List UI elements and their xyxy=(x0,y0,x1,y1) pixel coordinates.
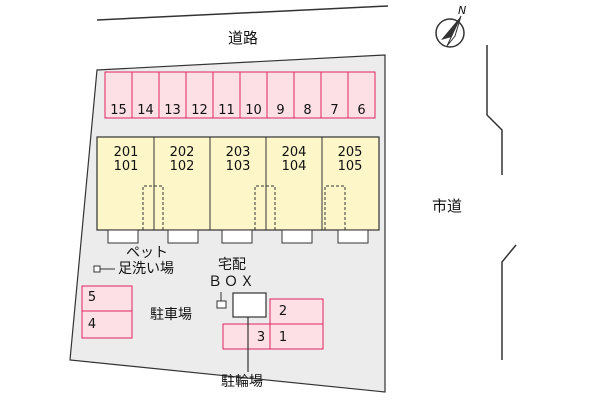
parking-slot xyxy=(158,71,187,119)
parking-slot-number: 3 xyxy=(256,330,266,345)
delivery-box-label-line1: 宅配 xyxy=(218,257,246,273)
unit-upper-number: 205 xyxy=(337,145,363,160)
entrance-step xyxy=(167,229,199,244)
building xyxy=(96,136,380,244)
city-road-label: 市道 xyxy=(432,197,463,215)
unit-upper-number: 201 xyxy=(113,145,139,160)
unit-upper-number: 202 xyxy=(169,145,195,160)
city-road-edge-lower xyxy=(501,244,517,360)
parking-label: 駐車場 xyxy=(150,307,192,323)
parking-slot xyxy=(347,71,376,119)
parking-slot xyxy=(239,71,268,119)
entrance-step xyxy=(107,229,139,244)
entrance-step xyxy=(281,229,313,244)
building-outline xyxy=(96,136,380,231)
pet-foot-wash-label-line2: 足洗い場 xyxy=(118,261,174,277)
parking-slot-number: 8 xyxy=(303,103,312,118)
parking-slot xyxy=(266,71,295,119)
delivery-box-label-line2: ＢＯＸ xyxy=(208,274,256,290)
parking-slot-number: 12 xyxy=(191,103,208,118)
unit-lower-number: 103 xyxy=(225,159,251,174)
parking-slot xyxy=(212,71,241,119)
road-label: 道路 xyxy=(228,29,259,47)
compass-icon xyxy=(435,15,465,48)
parking-slot-number: 2 xyxy=(278,304,288,319)
parking-slot xyxy=(269,298,324,325)
parking-slot-number: 7 xyxy=(330,103,339,118)
parking-slot-number: 14 xyxy=(137,103,154,118)
pet-foot-wash-label-line1: ペット xyxy=(126,245,168,261)
compass-north-label: N xyxy=(458,4,467,17)
parking-slot-number: 4 xyxy=(87,317,97,332)
bottom-parking xyxy=(222,298,324,350)
parking-slot xyxy=(81,285,133,312)
delivery-box xyxy=(232,292,267,318)
unit-lower-number: 101 xyxy=(113,159,139,174)
parking-slot xyxy=(269,323,324,350)
unit-upper-number: 203 xyxy=(225,145,251,160)
unit-lower-number: 105 xyxy=(337,159,363,174)
unit-lower-number: 102 xyxy=(169,159,195,174)
parking-slot xyxy=(185,71,214,119)
parking-slot-number: 1 xyxy=(278,330,288,345)
bicycle-parking-label: 駐輪場 xyxy=(221,374,263,390)
left-parking xyxy=(81,285,133,339)
parking-slot xyxy=(131,71,160,119)
city-road-edge-upper xyxy=(486,45,503,175)
entrance-step xyxy=(337,229,369,244)
delivery-box-marker xyxy=(216,300,227,309)
pet-foot-wash-marker xyxy=(93,265,101,273)
parking-slot-number: 13 xyxy=(164,103,181,118)
parking-slot-number: 9 xyxy=(276,103,285,118)
unit-upper-number: 204 xyxy=(281,145,307,160)
road-edge-line xyxy=(96,5,389,21)
parking-slot-number: 15 xyxy=(110,103,127,118)
parking-slot xyxy=(81,310,133,339)
parking-slot-number: 11 xyxy=(218,103,235,118)
parking-slot-number: 10 xyxy=(245,103,262,118)
parking-slot-number: 5 xyxy=(87,290,97,305)
top-parking-row xyxy=(104,71,376,119)
unit-lower-number: 104 xyxy=(281,159,307,174)
entrance-step xyxy=(221,229,253,244)
parking-slot-number: 6 xyxy=(357,103,366,118)
